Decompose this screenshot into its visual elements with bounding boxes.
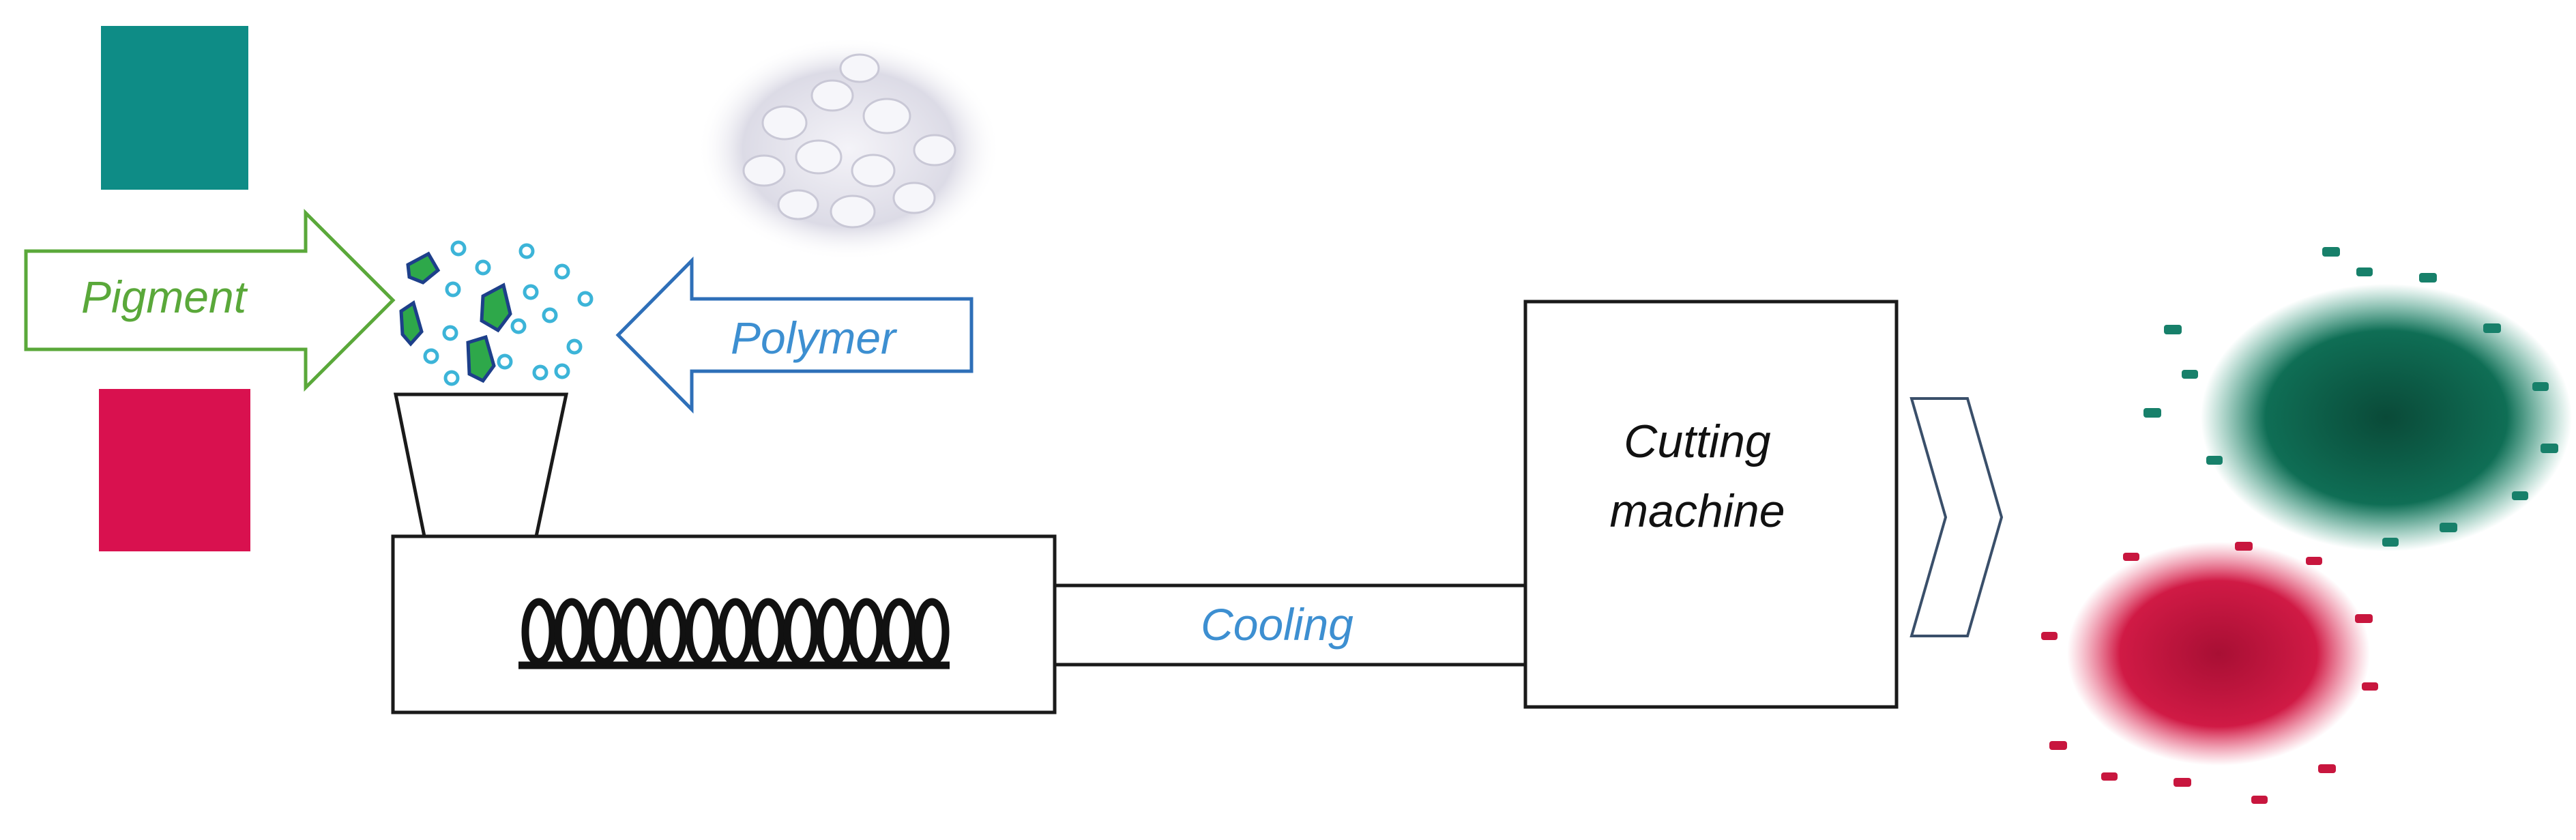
pigment-particles [399, 251, 512, 383]
cutting-machine-label-line1: Cutting [1624, 416, 1771, 467]
polymer-particles [423, 240, 594, 386]
polymer-label: Polymer [731, 313, 898, 363]
magenta-pigment-swatch [99, 389, 250, 551]
pigment-arrow [24, 208, 396, 392]
red-pellets-scatter [2041, 542, 2378, 804]
green-pellets-pile [2201, 284, 2572, 551]
teal-pigment-swatch [101, 26, 248, 190]
polymer-granules [742, 53, 956, 229]
cooling-channel [1053, 583, 1527, 667]
cooling-label: Cooling [1201, 599, 1353, 650]
cutting-machine-label-line2: machine [1609, 485, 1785, 537]
extruder-screw [518, 598, 950, 669]
output-chevron-arrow [1909, 397, 2004, 637]
polymer-arrow [615, 256, 974, 414]
green-pellets-scatter [2143, 247, 2558, 547]
pigment-label: Pigment [81, 272, 248, 322]
cutting-machine [1523, 300, 1899, 709]
red-pellets-pile [2067, 542, 2370, 766]
hopper [393, 392, 569, 538]
